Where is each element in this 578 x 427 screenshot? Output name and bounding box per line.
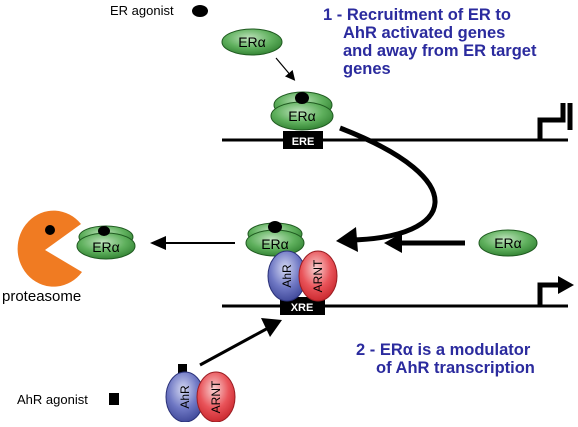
- xre-label: XRE: [291, 302, 314, 314]
- ahr-arnt-bound: AhR ARNT: [267, 250, 338, 302]
- ahr-free-label: AhR: [178, 385, 192, 409]
- proteasome-icon: [17, 210, 82, 287]
- era-bound-xre: ERα: [245, 221, 305, 257]
- proteasome-label: proteasome: [2, 288, 82, 305]
- er-agonist-icon: [192, 5, 208, 17]
- degradation-arrowhead: [150, 236, 166, 250]
- era-free-right: ERα: [478, 229, 538, 257]
- step1-line2: AhR activated genes: [343, 24, 506, 42]
- ahr-arnt-free: AhR ARNT: [165, 364, 236, 423]
- incoming-era-arrowhead: [384, 233, 402, 253]
- ligand-icon: [295, 92, 309, 104]
- ahr-agonist-icon: [109, 393, 119, 405]
- step1-caption: 1 - Recruitment of ER to AhR activated g…: [323, 6, 536, 78]
- ligand-icon: [98, 226, 110, 236]
- ahr-recruitment-arrowhead: [261, 318, 282, 337]
- ahr-bound-label: AhR: [280, 264, 294, 288]
- step2-caption: 2 - ERα is a modulator of AhR transcript…: [356, 341, 535, 377]
- step1-line4: genes: [343, 60, 391, 78]
- step2-line2: of AhR transcription: [376, 359, 535, 377]
- relocation-curve-arrow: [339, 125, 438, 243]
- ere-box: [283, 131, 323, 149]
- step1-line3: and away from ER target: [343, 42, 537, 60]
- relocation-curve-arrowhead: [336, 227, 358, 252]
- step1-line1: 1 - Recruitment of ER to: [323, 6, 511, 24]
- era-free-right-label: ERα: [494, 235, 522, 251]
- ahr-agonist-label: AhR agonist: [17, 392, 88, 407]
- ere-label: ERE: [292, 136, 315, 148]
- xre-promoter-arrowhead-icon: [558, 276, 574, 294]
- ahr-ligand-icon: [178, 364, 187, 375]
- ligand-icon: [268, 221, 282, 233]
- binding-arrow: [275, 57, 296, 81]
- era-free-top: ERα: [221, 28, 283, 56]
- era-bound-ere-label: ERα: [288, 108, 316, 124]
- era-bound-ere: ERα: [270, 91, 334, 131]
- era-degraded-label: ERα: [92, 239, 120, 255]
- era-free-top-label: ERα: [238, 34, 266, 50]
- xre-box: [280, 297, 325, 315]
- proteasome-eye: [45, 225, 55, 235]
- ere-promoter-blocked-icon: [537, 103, 566, 140]
- step2-line1: 2 - ERα is a modulator: [356, 341, 531, 359]
- arnt-bound-label: ARNT: [311, 259, 325, 292]
- ahr-recruitment-arrow: [199, 325, 271, 367]
- era-bound-xre-label: ERα: [261, 236, 289, 252]
- er-agonist-label: ER agonist: [110, 3, 174, 18]
- xre-promoter-arrow-icon: [537, 282, 560, 306]
- era-degraded: ERα: [76, 225, 136, 260]
- arnt-free-label: ARNT: [209, 380, 223, 413]
